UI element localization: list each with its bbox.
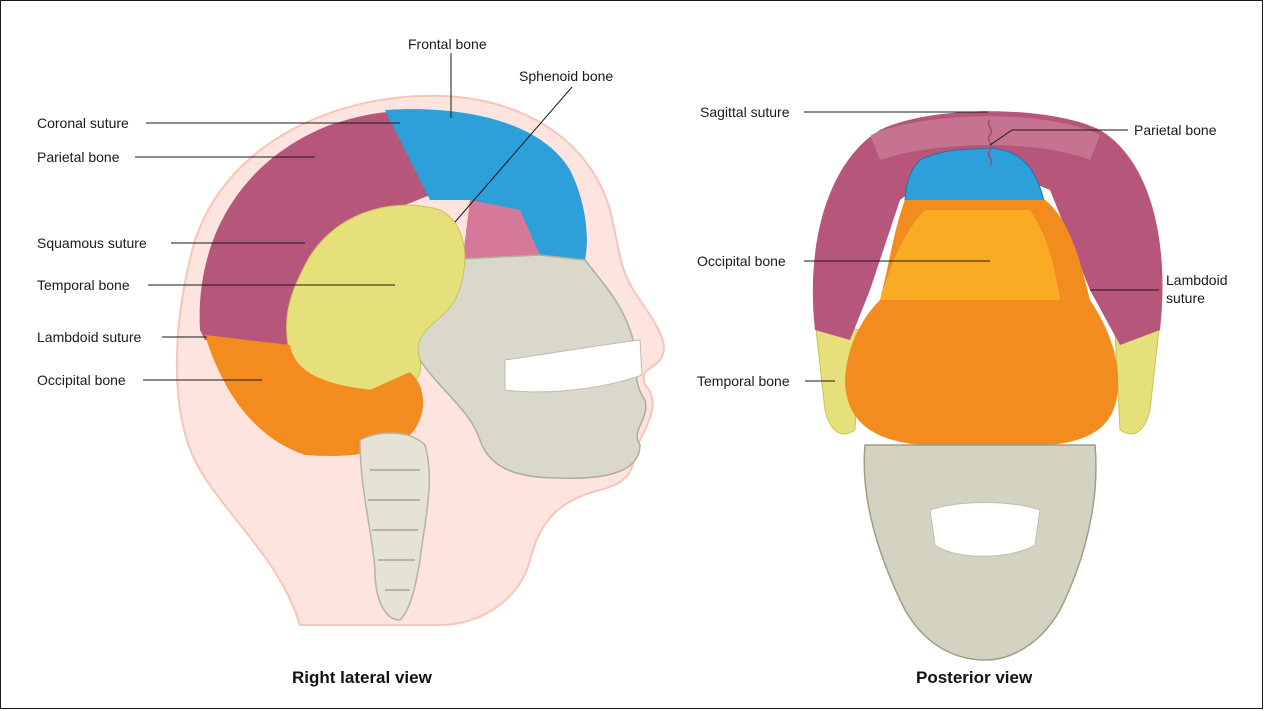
caption-posterior-view: Posterior view bbox=[916, 668, 1032, 688]
label-lateral-temporal-bone: Temporal bone bbox=[37, 277, 130, 293]
label-coronal-suture: Coronal suture bbox=[37, 115, 129, 131]
label-sphenoid-bone: Sphenoid bone bbox=[519, 68, 613, 84]
label-posterior-occipital-bone: Occipital bone bbox=[697, 253, 786, 269]
label-frontal-bone: Frontal bone bbox=[408, 36, 487, 52]
label-posterior-parietal-bone: Parietal bone bbox=[1134, 122, 1217, 138]
lateral-head bbox=[177, 96, 664, 625]
label-posterior-temporal-bone: Temporal bone bbox=[697, 373, 790, 389]
label-lateral-lambdoid-suture: Lambdoid suture bbox=[37, 329, 141, 345]
label-squamous-suture: Squamous suture bbox=[37, 235, 147, 251]
label-lateral-occipital-bone: Occipital bone bbox=[37, 372, 126, 388]
caption-right-lateral-view: Right lateral view bbox=[292, 668, 432, 688]
label-posterior-lambdoid-line2: suture bbox=[1166, 290, 1205, 306]
posterior-teeth bbox=[930, 503, 1040, 557]
label-lateral-parietal-bone: Parietal bone bbox=[37, 149, 120, 165]
posterior-skull bbox=[813, 111, 1163, 660]
label-posterior-lambdoid-line1: Lambdoid bbox=[1166, 272, 1228, 288]
label-sagittal-suture: Sagittal suture bbox=[700, 104, 790, 120]
